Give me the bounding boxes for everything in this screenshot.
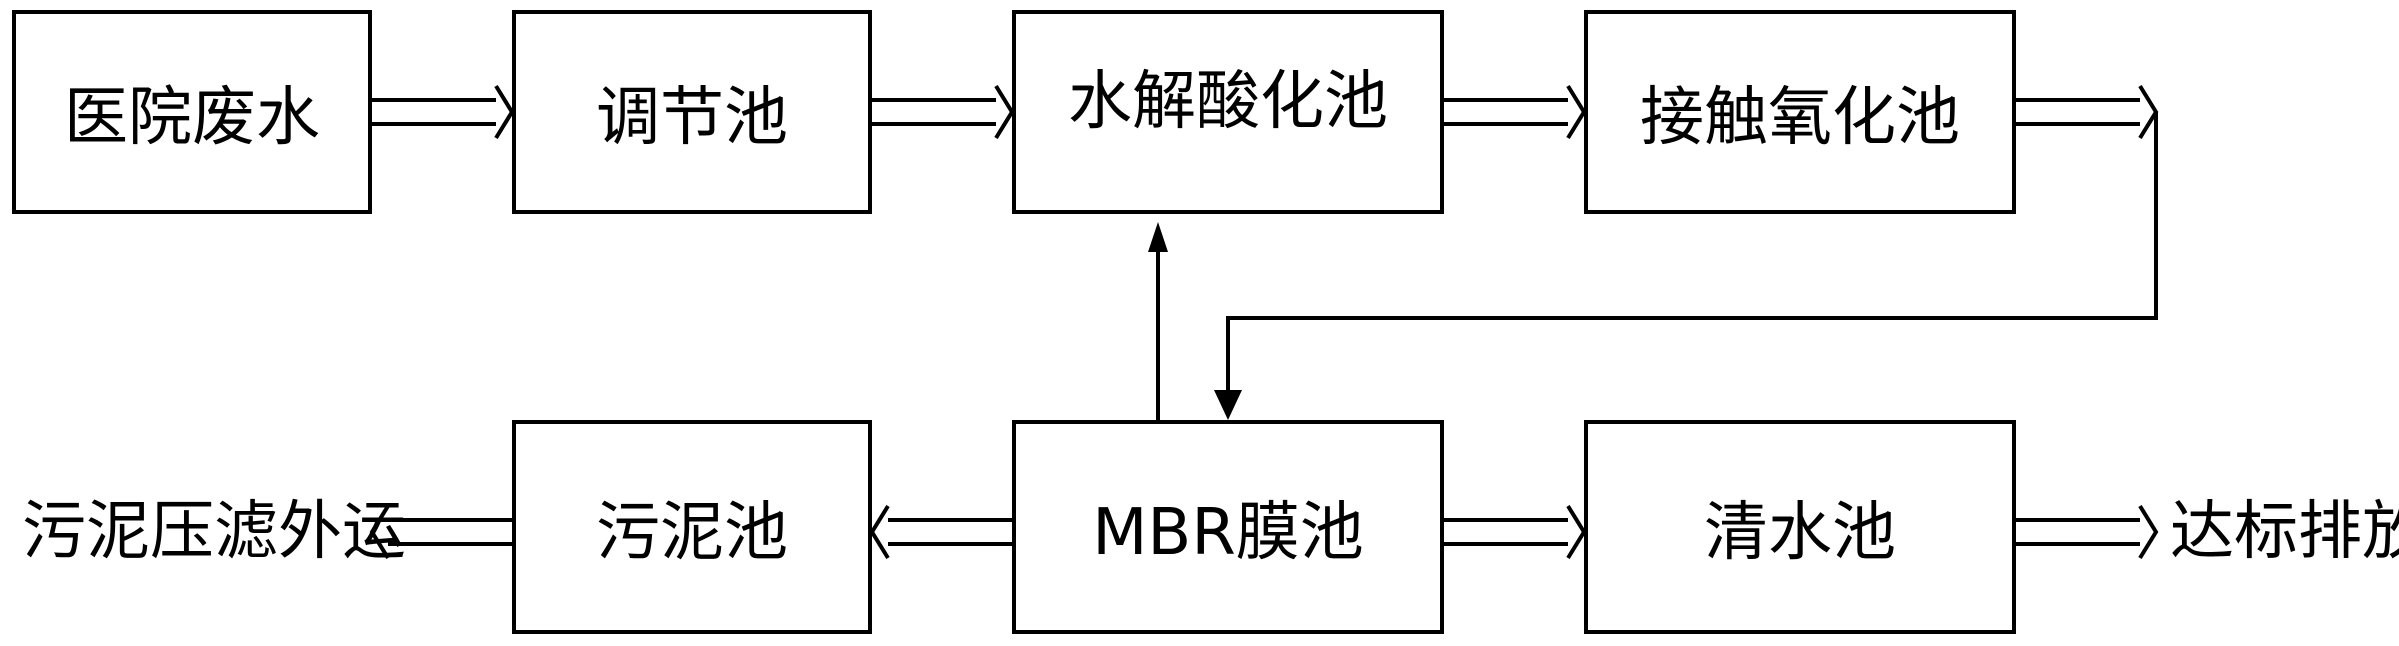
node-sludge-tank: 污泥池 [512,420,872,634]
node-label: 调节池 [596,81,788,155]
arrow-regulating-to-hydrolysis [872,84,1015,140]
node-label: 医院废水 [64,81,320,155]
node-label: 接触氧化池 [1640,81,1960,155]
arrow-mbr-to-clear-water [1444,504,1587,560]
node-label: 清水池 [1704,496,1896,570]
arrow-clear-water-to-discharge [2016,504,2159,560]
line-oxidation-to-mbr [1226,112,2158,395]
node-label: 水解酸化池 [1068,65,1388,139]
node-mbr-tank: MBR膜池 [1012,420,1444,634]
output-sludge-disposal: 污泥压滤外运 [22,495,406,569]
node-clear-water-tank: 清水池 [1584,420,2016,634]
node-label: MBR膜池 [1092,496,1364,570]
node-regulating-tank: 调节池 [512,10,872,214]
arrow-wastewater-to-regulating [372,84,515,140]
arrow-mbr-to-sludge [869,504,1012,560]
arrowhead-up-hydrolysis [1148,222,1168,252]
node-hospital-wastewater: 医院废水 [12,10,372,214]
arrow-sludge-to-disposal [369,504,512,560]
node-hydrolysis-acidification-tank: 水解酸化池 [1012,10,1444,214]
arrowhead-down-mbr [1214,390,1242,420]
node-contact-oxidation-tank: 接触氧化池 [1584,10,2016,214]
arrow-oxidation-out [2016,84,2159,140]
output-discharge: 达标排放 [2170,495,2399,569]
arrow-hydrolysis-to-oxidation [1444,84,1587,140]
node-label: 污泥池 [596,496,788,570]
